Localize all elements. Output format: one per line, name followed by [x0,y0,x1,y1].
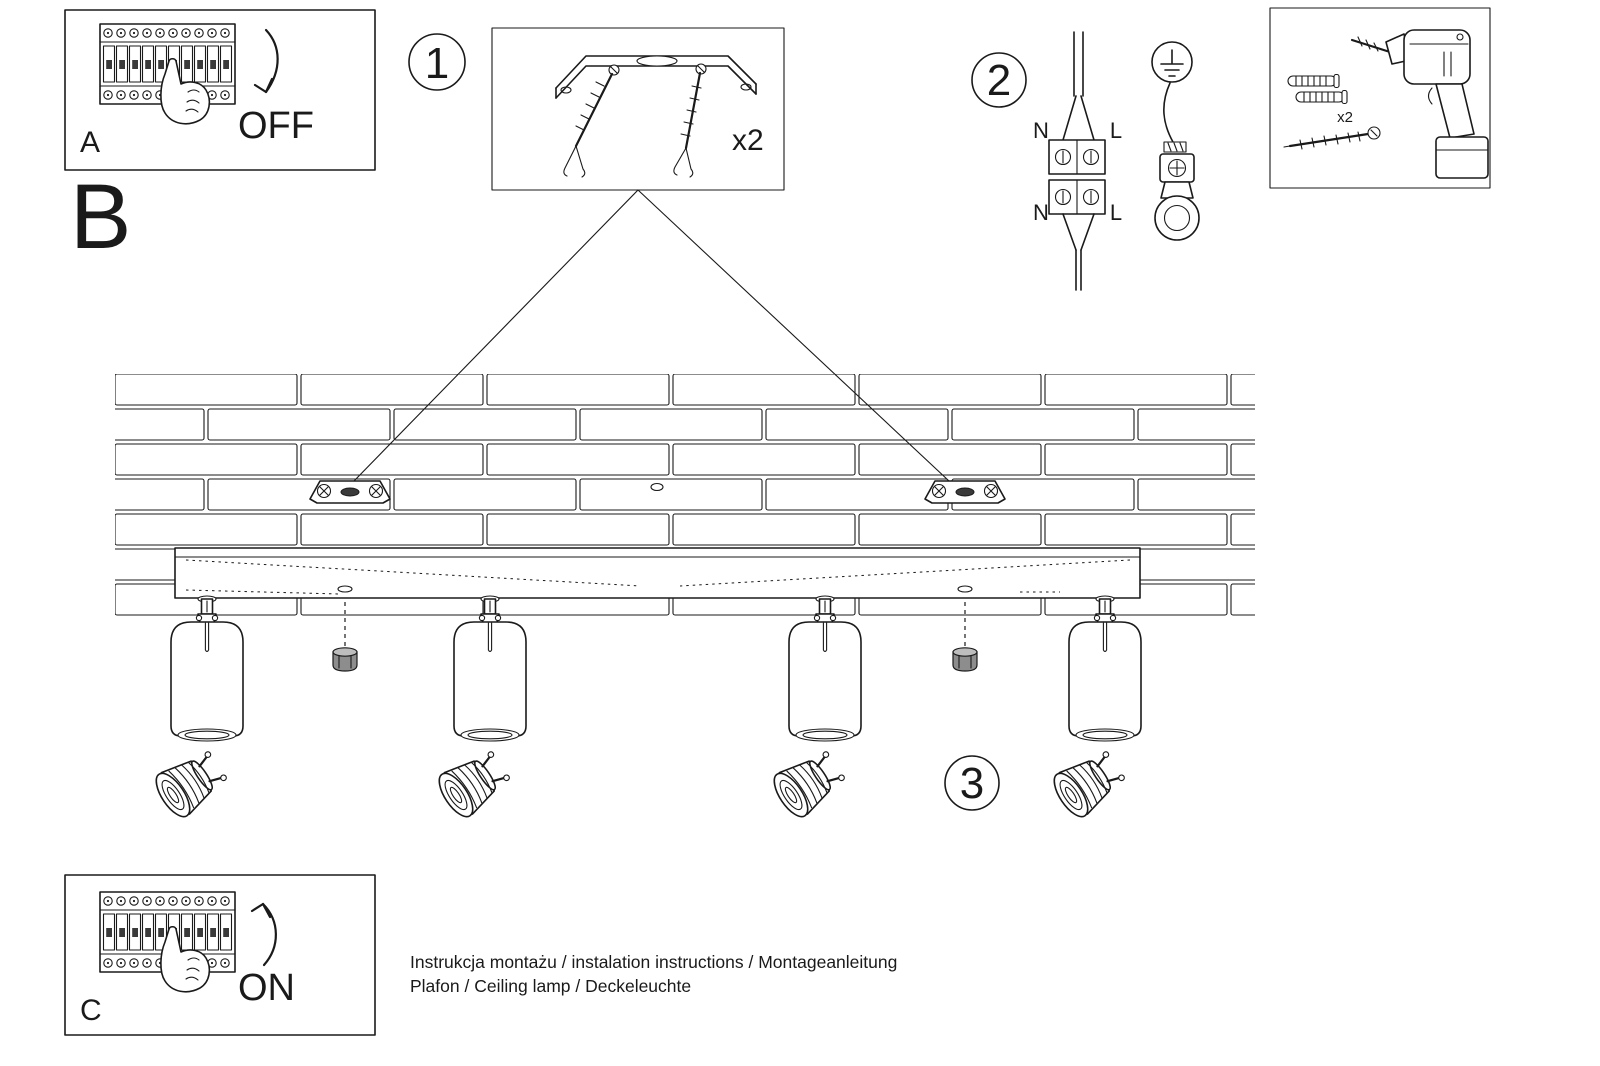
step-c-power-on: ON C [64,874,376,1036]
live-label-bottom: L [1110,200,1122,225]
neutral-label-bottom: N [1033,200,1049,225]
step-c-label: C [80,994,102,1027]
earth-ground-icon [1151,41,1200,241]
off-label: OFF [238,105,314,147]
fixing-knob-icon [952,647,978,672]
mounting-screw-icon [563,64,620,178]
step-1-number: 1 [425,39,449,88]
step-a-power-off: OFF A [64,9,376,171]
neutral-label-top: N [1033,118,1049,143]
fixing-knob-icon [332,647,358,672]
step-b-label: B [70,166,131,268]
step-a-label: A [80,126,100,159]
spotlight-cylinder [453,595,527,742]
mounting-screw-icon [673,63,707,178]
mounted-bracket-left [309,480,391,504]
wall-center-mark [650,482,664,492]
step-1-frame [491,27,785,191]
gu10-bulb-icon [431,742,517,823]
bar-screw-hole [337,585,353,593]
gu10-bulb-icon [1046,742,1132,823]
bar-screw-hole [957,585,973,593]
screw-icon [1283,126,1381,150]
step-2-number: 2 [987,56,1011,105]
live-label-top: L [1110,118,1122,143]
step-1-badge [408,33,466,91]
spotlights [170,595,1142,742]
arrow-up-icon [250,902,277,967]
wall-anchor-icon [1287,73,1340,89]
mounting-bracket-icon [555,55,757,99]
caption-line-2: Plafon / Ceiling lamp / Deckeleuchte [410,976,691,996]
terminal-block-icon [1048,31,1106,291]
on-label: ON [238,967,295,1009]
step-2-wiring: 2 N L N L [971,31,1200,291]
spotlight-cylinder [788,595,862,742]
spotlight-cylinder [170,595,244,742]
bracket-leader-lines [353,189,950,482]
tools-box: x2 [1269,7,1491,189]
spotlight-cylinder [1068,595,1142,742]
caption: Instrukcja montażu / instalation instruc… [410,952,897,996]
drill-icon [1350,29,1489,179]
anchor-quantity-label: x2 [1337,109,1353,126]
gu10-bulb-icon [766,742,852,823]
wall-anchor-icon [1295,89,1348,105]
bracket-quantity-label: x2 [732,124,764,157]
step-3-number: 3 [960,759,984,808]
arrow-down-icon [253,28,279,94]
step-1-bracket-kit: 1 x2 [408,27,785,191]
lamp-bar [174,547,1141,672]
mounted-bracket-right [924,480,1006,504]
brick-wall [115,374,1255,616]
gu10-bulb-icon [148,742,234,823]
step-2-badge [971,52,1027,108]
caption-line-1: Instrukcja montażu / instalation instruc… [410,952,897,972]
step-3-badge: 3 [944,755,1000,811]
